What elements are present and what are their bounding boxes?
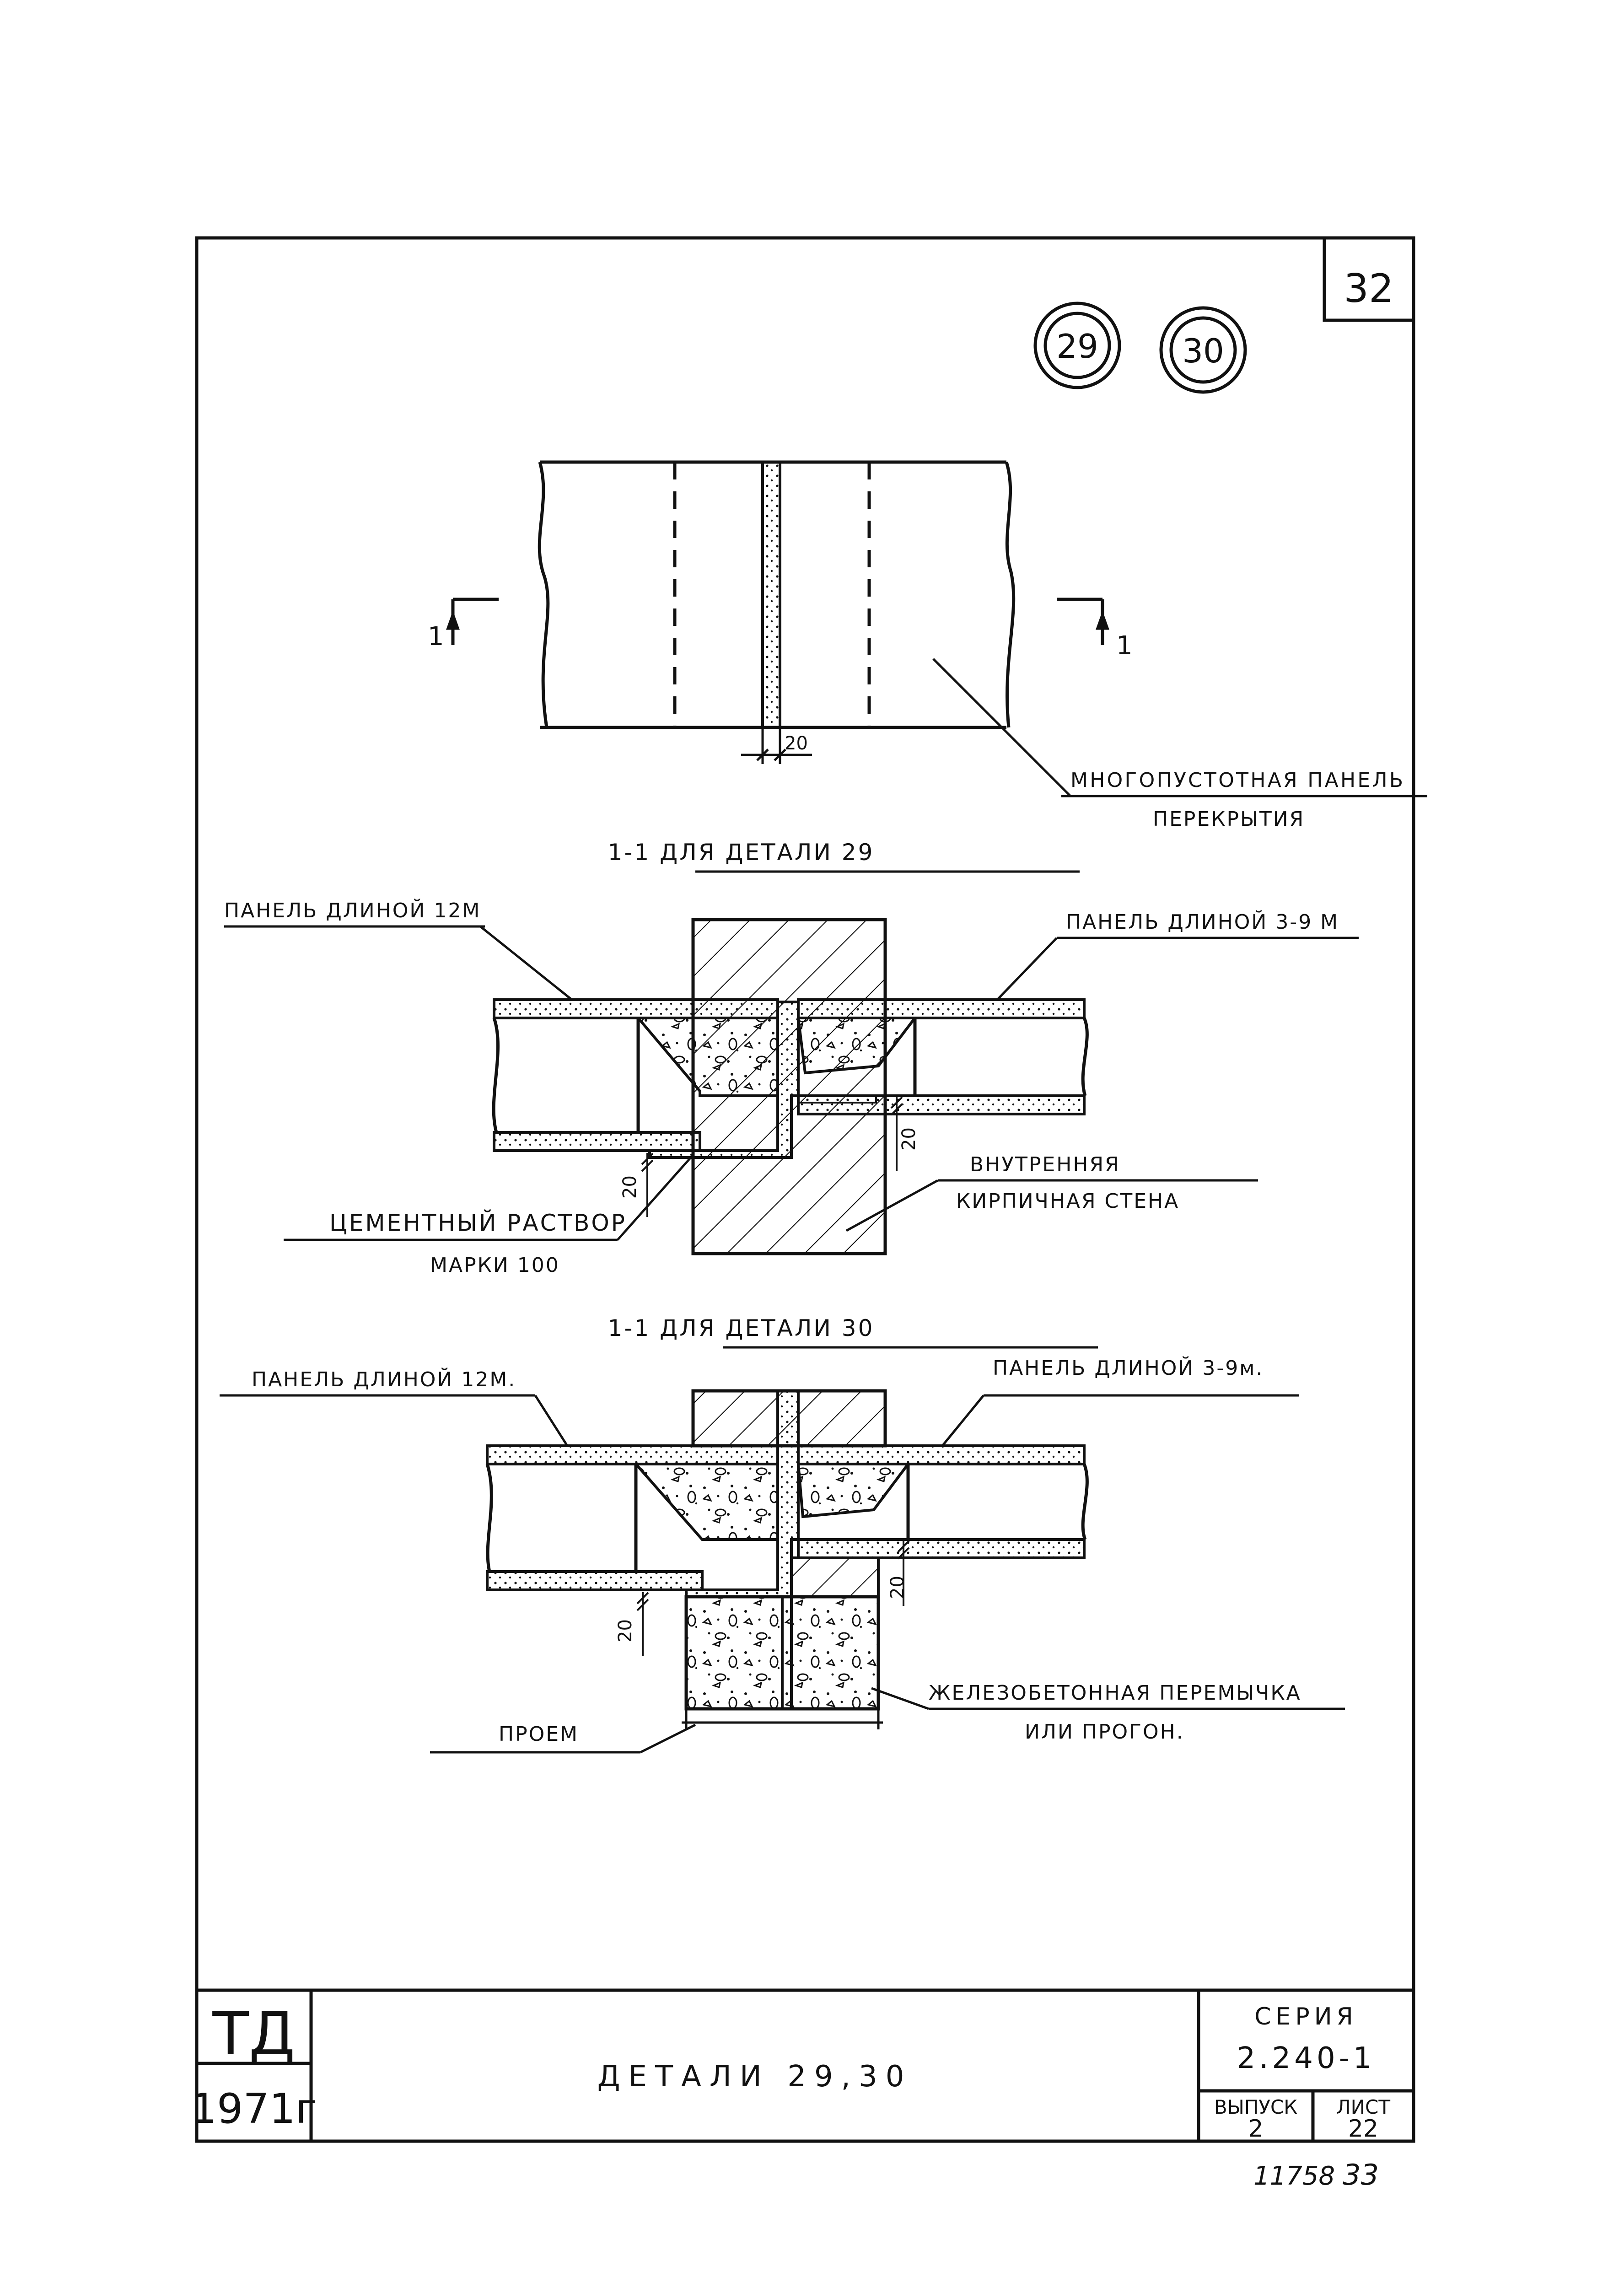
section-30-title: 1-1 ДЛЯ ДЕТАЛИ 30	[608, 1315, 875, 1341]
title-block-series-value: 2.240-1	[1237, 2041, 1375, 2075]
detail-circle-30	[1159, 306, 1247, 394]
title-block-issue-value: 2	[1248, 2115, 1263, 2143]
section-29-wall-line2: КИРПИЧНАЯ СТЕНА	[956, 1190, 1179, 1213]
title-block-sheet-value: 22	[1348, 2115, 1378, 2143]
title-block-issue-label: ВЫПУСК	[1214, 2096, 1297, 2118]
section-29-wall-line1: ВНУТРЕННЯЯ	[970, 1153, 1120, 1176]
plan-view: 20 1 1 МНОГОПУСТОТНАЯ ПАНЕЛЬ ПЕРЕКРЫТИЯ	[428, 460, 1427, 831]
title-block: ТД 1971г ДЕТАЛИ 29,30 СЕРИЯ 2.240-1 ВЫПУ…	[191, 1999, 1390, 2143]
panel-label-line1: МНОГОПУСТОТНАЯ ПАНЕЛЬ	[1070, 769, 1404, 792]
title-block-td: ТД	[212, 1999, 296, 2068]
title-block-series-label: СЕРИЯ	[1254, 2003, 1358, 2030]
section-marker-left: 1	[428, 622, 444, 652]
detail-circle-29-label: 29	[1056, 327, 1098, 366]
section-30-left-panel: ПАНЕЛЬ ДЛИНОЙ 12М.	[252, 1367, 516, 1391]
detail-circle-30-label: 30	[1182, 332, 1224, 370]
sheet-frame	[195, 236, 1415, 2143]
section-29-title: 1-1 ДЛЯ ДЕТАЛИ 29	[608, 839, 875, 866]
detail-circle-29	[1033, 302, 1121, 389]
footer-page: 33	[1343, 2158, 1379, 2191]
section-29-mortar-line2: МАРКИ 100	[430, 1254, 560, 1277]
section-30-dim-right: 20	[887, 1576, 908, 1599]
panel-label-line2: ПЕРЕКРЫТИЯ	[1153, 808, 1305, 831]
section-29: 1-1 ДЛЯ ДЕТАЛИ 29	[224, 839, 1359, 1277]
plan-joint	[761, 461, 781, 729]
title-block-title: ДЕТАЛИ 29,30	[597, 2060, 913, 2094]
section-30-dim-left: 20	[615, 1619, 636, 1642]
sheet-number: 32	[1344, 266, 1393, 312]
section-29-mortar-line1: ЦЕМЕНТНЫЙ РАСТВОР	[329, 1209, 627, 1236]
section-30-opening: ПРОЕМ	[499, 1723, 579, 1746]
footer-inventory: 11758	[1253, 2161, 1335, 2191]
section-29-left-panel: ПАНЕЛЬ ДЛИНОЙ 12М	[224, 898, 481, 922]
title-block-year: 1971г	[191, 2085, 317, 2133]
section-30-lintel-line1: ЖЕЛЕЗОБЕТОННАЯ ПЕРЕМЫЧКА	[929, 1681, 1301, 1705]
section-29-dim-left: 20	[619, 1175, 640, 1199]
section-30-lintel-line2: ИЛИ ПРОГОН.	[1025, 1720, 1184, 1744]
section-30-right-panel: ПАНЕЛЬ ДЛИНОЙ 3-9м.	[993, 1356, 1264, 1380]
plan-joint-dim: 20	[785, 733, 808, 754]
section-29-dim-right: 20	[898, 1127, 920, 1151]
title-block-sheet-label: ЛИСТ	[1336, 2096, 1390, 2118]
section-marker-right: 1	[1116, 631, 1133, 661]
section-30: 1-1 ДЛЯ ДЕТАЛИ 30	[220, 1315, 1345, 1754]
section-29-right-panel: ПАНЕЛЬ ДЛИНОЙ 3-9 М	[1066, 910, 1339, 934]
